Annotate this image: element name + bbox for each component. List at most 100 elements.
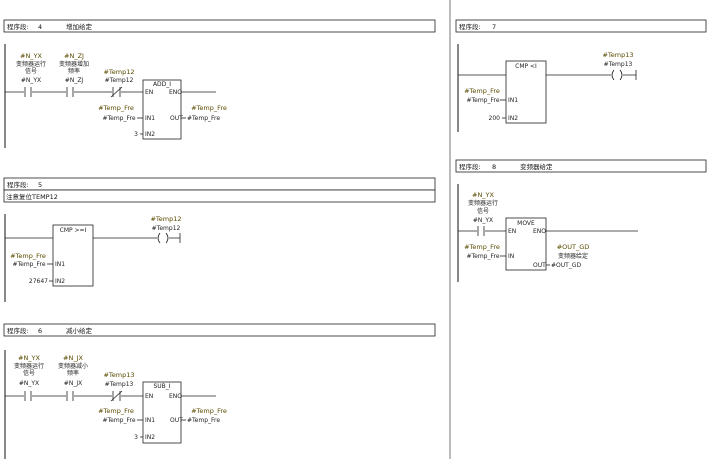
- contact-comment: 变频器运行: [14, 362, 44, 370]
- coil-address: #Temp12: [152, 225, 181, 232]
- network-4-contact-n-zj[interactable]: #N_ZJ 变频器增加 频率 #N_ZJ: [59, 52, 89, 97]
- network-4-number: 4: [38, 23, 42, 31]
- contact-address: #N_JX: [64, 380, 82, 387]
- in2-value: 27647: [29, 278, 48, 285]
- network-4-contact-n-yx[interactable]: #N_YX 变频器运行 信号 #N_YX: [16, 52, 46, 97]
- block-pin: IN1: [508, 97, 518, 104]
- contact-comment: 变频器运行: [468, 199, 498, 207]
- block-pin: IN1: [145, 417, 155, 424]
- network-6-header[interactable]: [3, 323, 436, 337]
- contact-symbol: #N_ZJ: [64, 52, 84, 60]
- block-pin: IN: [508, 253, 514, 260]
- network-4-header[interactable]: [3, 19, 436, 33]
- block-pin: ENO: [169, 393, 182, 400]
- network-6[interactable]: 程序段: 6 减小给定 #N_YX 变频器运行 信号 #N_YX #N_JX 变…: [3, 323, 436, 459]
- contact-comment: 变频器增加: [59, 60, 89, 68]
- coil-symbol: #Temp13: [602, 51, 633, 59]
- network-7-cmp-lt-block[interactable]: CMP <I IN1 IN2: [505, 60, 547, 124]
- out-symbol: #Temp_Fre: [191, 407, 227, 415]
- network-7-coil-temp13[interactable]: #Temp13 #Temp13: [602, 51, 637, 81]
- network-4[interactable]: 程序段: 4 增加给定 #N_YX 变频器运行 信号 #N_YX #N_ZJ 变…: [3, 19, 436, 148]
- in1-symbol: #Temp_Fre: [10, 252, 46, 260]
- contact-comment: 信号: [25, 67, 37, 75]
- contact-address: #N_YX: [473, 217, 493, 224]
- network-6-number: 6: [38, 327, 42, 335]
- contact-address: #N_YX: [21, 77, 41, 84]
- network-4-add-i-block[interactable]: ADD_I EN ENO IN1 OUT IN2: [142, 79, 183, 140]
- out-symbol: #OUT_GD: [557, 243, 590, 251]
- network-6-contact-temp13[interactable]: #Temp13 #Temp13: [103, 371, 135, 402]
- block-name: ADD_I: [153, 81, 171, 88]
- in2-value: 3: [134, 131, 138, 138]
- network-5-comment-row[interactable]: [3, 189, 436, 203]
- block-pin: IN2: [145, 131, 155, 138]
- in1-symbol: #Temp_Fre: [464, 87, 500, 95]
- network-4-contact-temp12[interactable]: #Temp12 #Temp12: [103, 68, 135, 98]
- block-pin: EN: [145, 89, 153, 96]
- contact-address: #N_YX: [19, 380, 39, 387]
- block-pin: OUT: [533, 262, 546, 269]
- in-address: #Temp_Fre: [466, 253, 499, 260]
- network-7-header[interactable]: [455, 19, 707, 33]
- coil-address: #Temp13: [604, 61, 633, 68]
- contact-comment: 变频器减小: [58, 362, 88, 370]
- block-pin: ENO: [169, 89, 182, 96]
- network-8-move-block[interactable]: MOVE EN ENO IN OUT: [505, 217, 547, 271]
- network-7[interactable]: 程序段: 7 CMP <I IN1 IN2 #Temp_Fre #Temp_Fr…: [455, 19, 707, 132]
- network-8-number: 8: [492, 163, 496, 171]
- block-pin: IN2: [508, 115, 518, 122]
- in1-address: #Temp_Fre: [102, 115, 135, 122]
- network-6-sub-i-block[interactable]: SUB_I EN ENO IN1 OUT IN2: [142, 381, 183, 444]
- contact-comment: 信号: [477, 207, 489, 215]
- network-4-label: 程序段:: [7, 22, 29, 31]
- block-name: CMP >=I: [60, 227, 87, 234]
- out-address: #OUT_GD: [551, 262, 581, 269]
- contact-comment: 信号: [23, 369, 35, 377]
- coil-symbol: #Temp12: [150, 215, 181, 223]
- network-5-header[interactable]: [3, 177, 436, 191]
- in1-address: #Temp_Fre: [12, 261, 45, 268]
- network-5-cmp-ge-block[interactable]: CMP >=I IN1 IN2: [52, 224, 94, 287]
- contact-comment: 变频器运行: [16, 60, 46, 68]
- in2-value: 200: [489, 115, 501, 122]
- network-5-number: 5: [38, 181, 42, 189]
- network-5[interactable]: 程序段: 5 注意复位TEMP12 CMP >=I IN1 IN2 #Temp_…: [3, 177, 436, 302]
- in1-address: #Temp_Fre: [466, 97, 499, 104]
- block-pin: OUT: [170, 417, 183, 424]
- network-4-comment: 增加给定: [66, 22, 93, 31]
- in-symbol: #Temp_Fre: [464, 243, 500, 251]
- block-pin: IN2: [145, 434, 155, 441]
- network-8-header[interactable]: [455, 159, 707, 173]
- contact-symbol: #N_YX: [472, 191, 495, 199]
- network-8[interactable]: 程序段: 8 变频器给定 #N_YX 变频器运行 信号 #N_YX MOVE E…: [455, 159, 707, 282]
- contact-symbol: #Temp13: [103, 371, 134, 379]
- contact-comment: 频率: [67, 369, 79, 377]
- network-7-label: 程序段:: [459, 22, 481, 31]
- contact-address: #Temp12: [105, 77, 134, 84]
- block-name: CMP <I: [515, 63, 537, 70]
- out-symbol: #Temp_Fre: [191, 104, 227, 112]
- contact-symbol: #Temp12: [103, 68, 134, 76]
- out-address: #Temp_Fre: [187, 115, 220, 122]
- in1-symbol: #Temp_Fre: [98, 407, 134, 415]
- contact-address: #N_ZJ: [65, 77, 84, 84]
- block-name: MOVE: [517, 220, 535, 227]
- contact-symbol: #N_YX: [20, 52, 43, 60]
- network-6-contact-n-yx[interactable]: #N_YX 变频器运行 信号 #N_YX: [14, 354, 44, 401]
- network-5-label: 程序段:: [7, 180, 29, 189]
- network-5-coil-temp12[interactable]: #Temp12 #Temp12: [150, 215, 182, 244]
- network-7-number: 7: [492, 23, 496, 31]
- block-pin: IN1: [55, 261, 65, 268]
- block-pin: EN: [508, 228, 516, 235]
- out-comment: 变频器给定: [558, 252, 588, 260]
- network-8-comment: 变频器给定: [520, 162, 553, 171]
- network-6-contact-n-jx[interactable]: #N_JX 变频器减小 频率 #N_JX: [58, 354, 88, 401]
- network-6-label: 程序段:: [7, 326, 29, 335]
- contact-symbol: #N_YX: [18, 354, 41, 362]
- network-8-contact-n-yx[interactable]: #N_YX 变频器运行 信号 #N_YX: [468, 191, 498, 236]
- contact-address: #Temp13: [105, 381, 134, 388]
- block-pin: EN: [145, 393, 153, 400]
- in2-value: 3: [134, 434, 138, 441]
- block-pin: OUT: [170, 115, 183, 122]
